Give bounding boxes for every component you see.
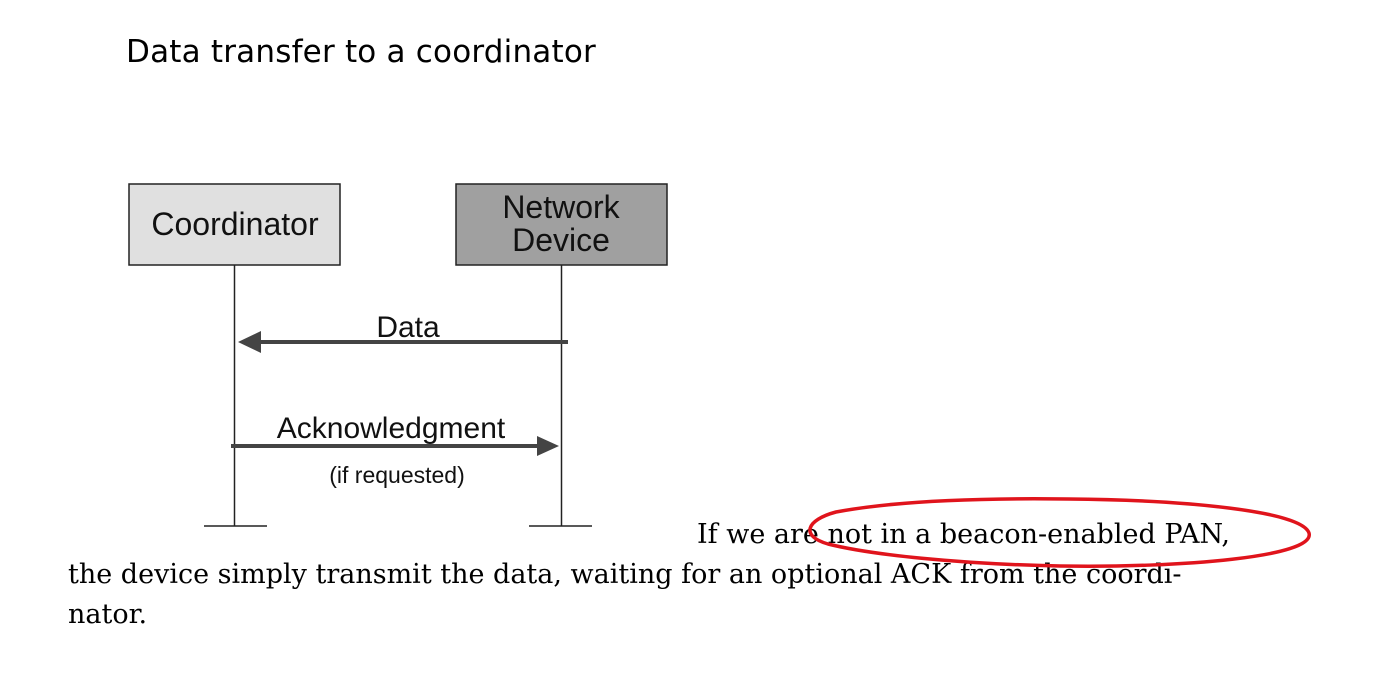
- body-text-line-2: the device simply transmit the data, wai…: [68, 559, 1182, 590]
- body-text-line-3: nator.: [68, 599, 148, 630]
- network-device-label-line2: Device: [512, 222, 610, 258]
- ack-message-label: Acknowledgment: [277, 412, 506, 445]
- slide-title: Data transfer to a coordinator: [126, 34, 596, 70]
- coordinator-label: Coordinator: [151, 206, 319, 242]
- network-device-box: [455, 183, 668, 266]
- ack-note: (if requested): [329, 462, 465, 488]
- data-message-label: Data: [376, 311, 440, 344]
- network-device-label-line1: Network: [502, 189, 620, 225]
- body-text-line-1: If we are not in a beacon-enabled PAN,: [697, 519, 1230, 550]
- data-arrowhead: [238, 331, 261, 353]
- ack-arrowhead: [537, 436, 559, 456]
- coordinator-box: [128, 183, 341, 266]
